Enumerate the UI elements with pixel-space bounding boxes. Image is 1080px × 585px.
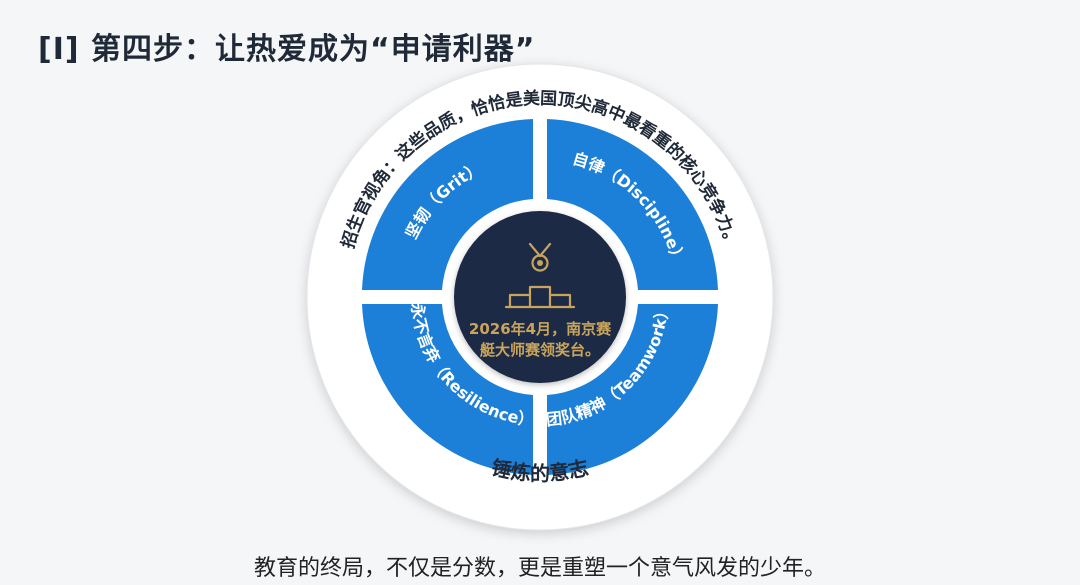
footer-caption: 教育的终局，不仅是分数，更是重塑一个意气风发的少年。 bbox=[253, 556, 826, 581]
segment-resilience bbox=[362, 304, 533, 475]
segment-teamwork bbox=[547, 304, 718, 475]
segment-grit bbox=[362, 119, 533, 290]
segment-discipline bbox=[547, 119, 718, 290]
page-title: [I] 第四步：让热爱成为“申请利器” bbox=[38, 32, 536, 67]
medal-podium-icon bbox=[504, 242, 576, 309]
center-text-line1: 2026年4月，南京赛 bbox=[469, 320, 612, 338]
center-text-line2: 艇大师赛领奖台。 bbox=[479, 341, 600, 359]
outer-ring-border bbox=[306, 63, 774, 531]
segment-ring bbox=[362, 119, 718, 475]
center-disc bbox=[454, 211, 626, 383]
